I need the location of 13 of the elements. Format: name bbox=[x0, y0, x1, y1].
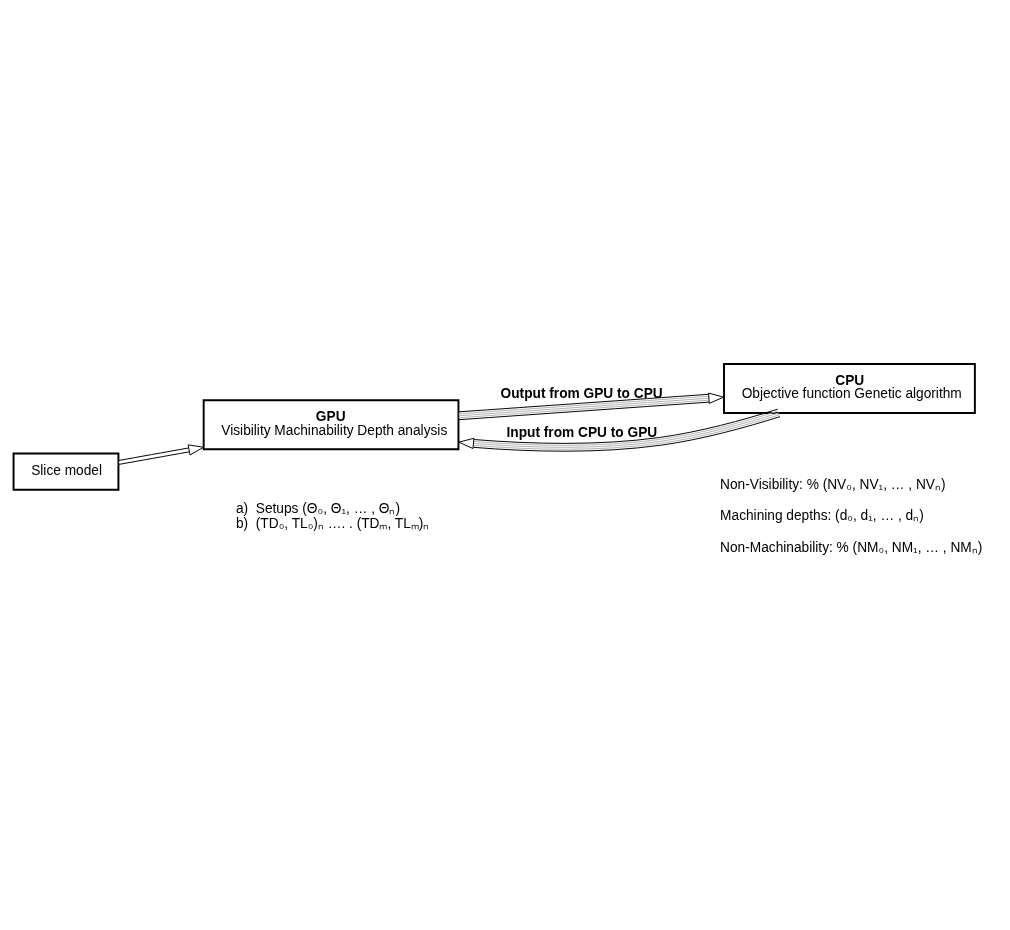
arrow bbox=[457, 392, 725, 421]
label: b) (TD₀, TL₀)ₙ …. . (TDₘ, TLₘ)ₙ bbox=[236, 515, 430, 531]
node-box: Slice model bbox=[12, 452, 120, 491]
node-box: GPU Visibility Machinability Depth analysis bbox=[202, 399, 460, 451]
edge-label: Input from CPU to GPU bbox=[506, 424, 658, 440]
edge-label: Output from GPU to CPU bbox=[500, 386, 663, 402]
arrow bbox=[458, 408, 781, 452]
label: a) Setups (Θ₀, Θ₁, … , Θₙ) bbox=[236, 501, 401, 517]
label: Machining depths: (d₀, d₁, … , dₙ) bbox=[720, 508, 924, 524]
node-box: CPU Objective function Genetic algorithm bbox=[723, 362, 976, 414]
label: Non-Machinability: % (NM₀, NM₁, … , NMₙ) bbox=[720, 539, 983, 555]
label: Non-Visibility: % (NV₀, NV₁, … , NVₙ) bbox=[720, 477, 946, 493]
arrow bbox=[117, 444, 205, 465]
